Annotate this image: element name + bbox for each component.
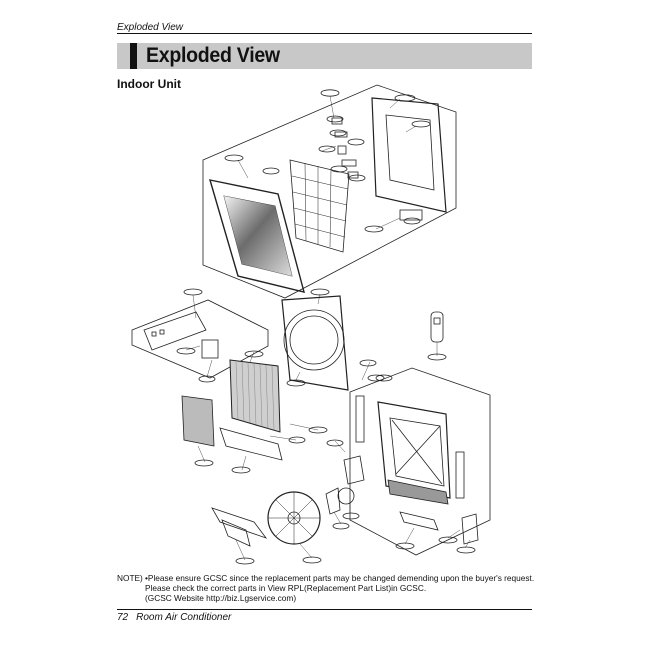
rear-frame xyxy=(371,97,447,213)
part-callout xyxy=(403,217,421,225)
title-marker xyxy=(130,43,137,69)
note-line-2: Please check the correct parts in View R… xyxy=(145,583,427,593)
chassis-group-outline xyxy=(349,367,491,556)
part-callout xyxy=(231,466,251,474)
part-callout xyxy=(427,353,447,361)
note-line-3: (GCSC Website http://biz.Lgservice.com) xyxy=(145,593,297,603)
header-rule xyxy=(117,33,532,34)
page-number: 72 xyxy=(117,612,129,623)
part-callout xyxy=(330,165,348,173)
part-callout xyxy=(326,115,344,123)
part-callout xyxy=(198,375,216,383)
part-callout xyxy=(288,436,306,444)
part-callout xyxy=(286,379,306,387)
note-label: NOTE) xyxy=(117,573,143,583)
part-callout xyxy=(348,174,366,182)
part-callout xyxy=(394,94,416,102)
footer-rule xyxy=(117,609,532,610)
part-callout xyxy=(364,225,384,233)
callout-labels xyxy=(176,89,476,565)
part-callout xyxy=(320,89,340,97)
title-bar xyxy=(117,43,532,69)
front-grille xyxy=(209,179,305,293)
fan-motor xyxy=(337,487,355,505)
part-callout xyxy=(235,557,255,565)
part-callout xyxy=(326,439,344,447)
part-callout xyxy=(262,167,280,175)
page-footer: 72 Room Air Conditioner xyxy=(117,612,239,623)
part-callout xyxy=(342,512,360,520)
section-heading: Indoor Unit xyxy=(117,77,181,91)
part-callout xyxy=(359,359,377,367)
page-title: Exploded View xyxy=(146,44,280,67)
part-callout xyxy=(375,374,393,382)
part-callout xyxy=(367,374,385,382)
base-chassis xyxy=(377,401,451,499)
part-callout xyxy=(329,129,347,137)
part-callout xyxy=(194,459,214,467)
part-callout xyxy=(224,154,244,162)
part-callout xyxy=(332,522,350,530)
part-callout xyxy=(456,546,476,554)
part-callout xyxy=(318,145,336,153)
control-box-group-outline xyxy=(131,299,269,379)
drain-pan xyxy=(219,427,283,461)
remote-controller xyxy=(430,311,444,343)
part-callout xyxy=(310,288,330,296)
part-callout xyxy=(438,536,458,544)
part-callout xyxy=(411,120,431,128)
part-callout xyxy=(183,288,203,296)
part-callout xyxy=(302,556,322,564)
motor-mount xyxy=(211,507,268,539)
side-heat-exchanger xyxy=(181,395,215,447)
part-callout xyxy=(347,138,365,146)
air-filter xyxy=(289,159,350,253)
running-header: Exploded View xyxy=(117,22,183,33)
part-callout xyxy=(395,542,415,550)
manual-title: Room Air Conditioner xyxy=(136,612,232,623)
note-block: NOTE)•Please ensure GCSC since the repla… xyxy=(117,573,534,603)
note-line-1: •Please ensure GCSC since the replacemen… xyxy=(145,573,535,583)
part-callout xyxy=(244,350,264,358)
front-panel-group-outline xyxy=(202,84,457,299)
part-callout xyxy=(308,426,328,434)
part-callout xyxy=(176,347,196,355)
